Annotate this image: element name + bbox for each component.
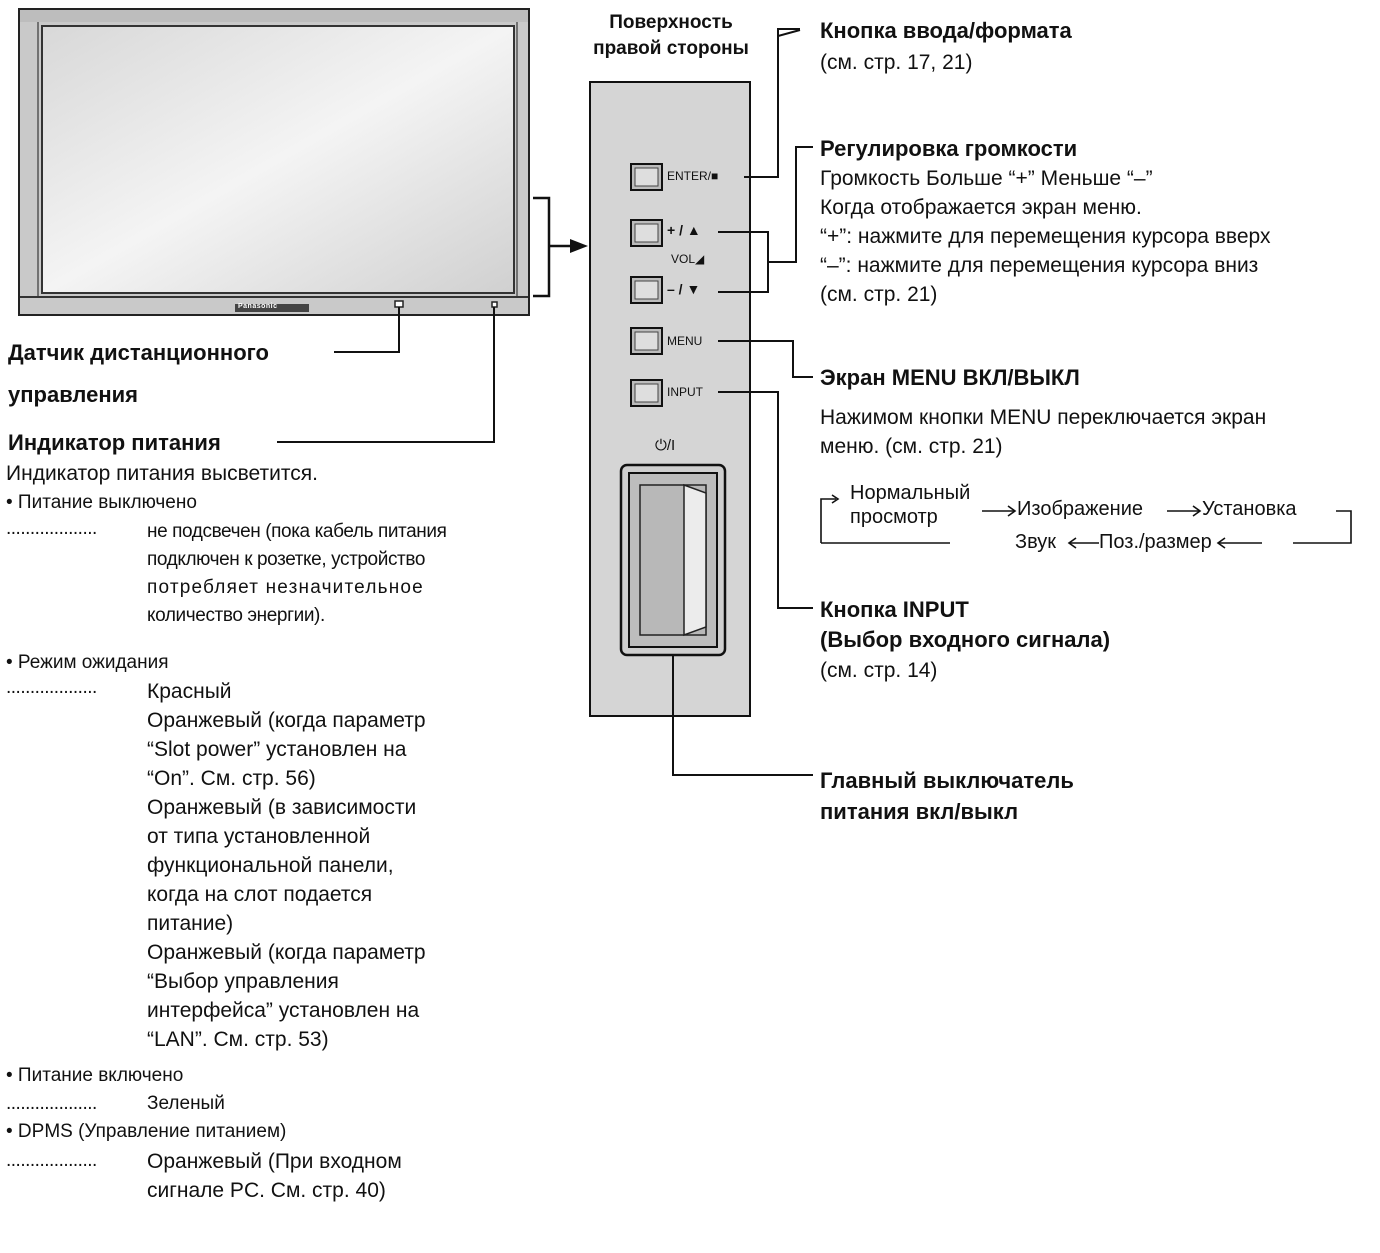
main-power-title2: питания вкл/выкл — [820, 799, 1019, 824]
cycle-pos: Поз./размер — [1099, 531, 1212, 553]
indicator-dpms-dots: ................... — [6, 1150, 97, 1171]
volume-line: Громкость Больше “+” Меньше “–” — [820, 167, 1153, 190]
display-unit — [18, 8, 530, 316]
vol-label: VOL◢ — [671, 252, 705, 266]
panel-header-line1: Поверхность — [609, 12, 733, 33]
input-format-ref: (см. стр. 17, 21) — [820, 51, 973, 74]
display-logo: Panasonic — [238, 303, 278, 310]
panel-header-line2: правой стороны — [593, 38, 749, 59]
menu-desc: Нажимом кнопки MENU переключается экран … — [820, 403, 1266, 461]
minus-button-label: – / ▼ — [667, 281, 701, 297]
indicator-off-label: • Питание выключено — [6, 492, 197, 513]
indicator-standby-line: “Slot power” установлен на — [147, 738, 407, 761]
cycle-image: Изображение — [1017, 498, 1143, 520]
side-arrow-head — [570, 239, 588, 253]
input-button-label: INPUT — [667, 385, 703, 399]
indicator-dpms-desc: Оранжевый (При входном сигнале PC. См. с… — [147, 1147, 402, 1205]
volume-line: Когда отображается экран меню. — [820, 196, 1142, 219]
leader-lines — [277, 28, 813, 776]
indicator-standby-line: питание) — [147, 912, 234, 935]
indicator-standby-line: интерфейса” установлен на — [147, 999, 420, 1022]
power-switch-graphic — [619, 463, 727, 657]
indicator-standby-line: от типа установленной — [147, 825, 371, 848]
menu-line: Нажимом кнопки MENU переключается экран — [820, 406, 1267, 429]
remote-sensor-window — [394, 300, 404, 308]
indicator-on-label: • Питание включено — [6, 1065, 184, 1086]
indicator-standby-line: Оранжевый (когда параметр — [147, 709, 426, 732]
panel-header: Поверхность правой стороны — [584, 10, 758, 62]
indicator-standby-line: Красный — [147, 680, 232, 703]
display-logo-plate — [235, 304, 309, 312]
display-screen — [41, 25, 515, 294]
power-indicator-subtitle: Индикатор питания высветится. — [6, 462, 318, 485]
menu-cycle-diagram — [820, 494, 1352, 549]
indicator-standby-line: Оранжевый (когда параметр — [147, 941, 426, 964]
cycle-normal-line2: просмотр — [850, 506, 938, 528]
indicator-off-line: не подсвечен (пока кабель питания — [147, 521, 447, 542]
menu-title: Экран MENU ВКЛ/ВЫКЛ — [820, 365, 1080, 390]
remote-sensor-title2: управления — [8, 382, 139, 407]
cycle-setup: Установка — [1202, 498, 1297, 520]
indicator-off-line: потребляет незначительное — [147, 577, 424, 598]
power-switch-label: ⏻/I — [655, 437, 676, 454]
indicator-standby-line: “Выбор управления — [147, 970, 339, 993]
indicator-off-dots: ................... — [6, 518, 97, 539]
plus-button-label: + / ▲ — [667, 222, 701, 238]
remote-sensor-title1: Датчик дистанционного — [8, 340, 269, 365]
input-button-title2: (Выбор входного сигнала) — [820, 627, 1111, 652]
power-indicator-led — [491, 301, 498, 308]
volume-line: “+”: нажмите для перемещения курсора вве… — [820, 225, 1271, 248]
power-indicator-title: Индикатор питания — [8, 430, 221, 455]
indicator-standby-line: “LAN”. См. стр. 53) — [147, 1028, 329, 1051]
cycle-sound: Звук — [1015, 531, 1057, 553]
panel-buttons — [630, 163, 663, 407]
indicator-off-line: подключен к розетке, устройство — [147, 549, 425, 570]
indicator-standby-line: функциональной панели, — [147, 854, 394, 877]
menu-line: меню. (см. стр. 21) — [820, 435, 1003, 458]
indicator-off-line: количество энергии). — [147, 605, 325, 626]
indicator-dpms-label: • DPMS (Управление питанием) — [6, 1121, 287, 1142]
indicator-on-dots: ................... — [6, 1093, 97, 1114]
enter-button-label: ENTER/■ — [667, 169, 719, 183]
indicator-on-value: Зеленый — [147, 1093, 225, 1114]
input-button-ref: (см. стр. 14) — [820, 659, 938, 682]
indicator-standby-label: • Режим ожидания — [6, 652, 169, 673]
indicator-standby-line: “On”. См. стр. 56) — [147, 767, 316, 790]
cycle-normal: Нормальный просмотр — [850, 481, 970, 529]
indicator-standby-desc: Красный Оранжевый (когда параметр “Slot … — [147, 677, 426, 1054]
indicator-standby-line: Оранжевый (в зависимости — [147, 796, 417, 819]
indicator-off-desc: не подсвечен (пока кабель питания подклю… — [147, 518, 447, 630]
indicator-standby-line: когда на слот подается — [147, 883, 373, 906]
indicator-standby-dots: ................... — [6, 677, 97, 698]
indicator-dpms-line: сигнале PC. См. стр. 40) — [147, 1179, 386, 1202]
indicator-dpms-line: Оранжевый (При входном — [147, 1150, 402, 1173]
main-power-title1: Главный выключатель — [820, 768, 1074, 793]
input-button-title1: Кнопка INPUT — [820, 597, 969, 622]
side-bracket — [533, 196, 551, 298]
volume-desc: Громкость Больше “+” Меньше “–” Когда от… — [820, 164, 1270, 309]
volume-title: Регулировка громкости — [820, 136, 1078, 161]
menu-button-label: MENU — [667, 334, 703, 348]
input-format-title: Кнопка ввода/формата — [820, 18, 1072, 43]
cycle-normal-line1: Нормальный — [850, 482, 971, 504]
volume-line: “–”: нажмите для перемещения курсора вни… — [820, 254, 1259, 277]
volume-line: (см. стр. 21) — [820, 283, 938, 306]
